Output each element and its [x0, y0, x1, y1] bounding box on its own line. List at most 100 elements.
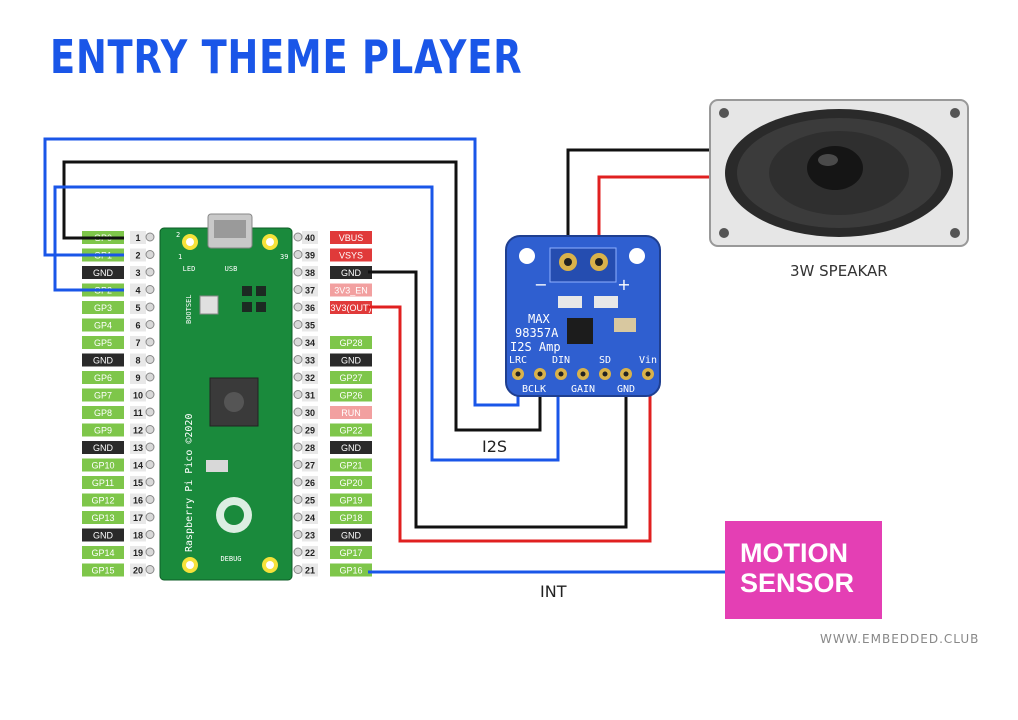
pin-pad	[293, 477, 303, 487]
pin-pad	[145, 495, 155, 504]
website-credit: WWW.EMBEDDED.CLUB	[820, 632, 980, 646]
pin-label: RUN	[341, 408, 361, 418]
pin-pad	[293, 460, 303, 469]
amp-pin-sd: SD	[599, 355, 611, 366]
pin-label: GP21	[339, 461, 362, 471]
pin-label: GND	[93, 268, 114, 278]
pin-row-3: GND 3	[82, 266, 155, 279]
amp-plus-label: +	[617, 275, 630, 294]
amp-pin-bclk: BCLK	[522, 384, 546, 395]
pin-label: GP18	[339, 513, 362, 523]
pin-number: 18	[133, 531, 143, 541]
pin-pad	[293, 565, 303, 574]
diagram-title: ENTRY THEME PLAYER	[50, 30, 523, 84]
pin-number: 16	[133, 496, 143, 506]
amp-line-3: I2S Amp	[510, 340, 561, 354]
pin-label-bg	[82, 406, 124, 419]
pin-row-35: 35	[293, 318, 318, 332]
pin-label-bg	[82, 388, 124, 402]
amp-pin-lrc: LRC	[509, 355, 527, 366]
pin-pad	[293, 285, 303, 294]
pin-pad	[293, 530, 303, 539]
pin-number: 17	[133, 513, 143, 523]
pin-label: GND	[341, 268, 362, 278]
pin-label-bg	[330, 493, 372, 507]
pin-label-bg	[82, 266, 124, 279]
pin-label: GP12	[91, 496, 114, 506]
pin-label-bg	[82, 301, 124, 314]
pin-number: 24	[305, 513, 315, 523]
wire-speaker-plus	[597, 175, 716, 258]
pin-pad	[145, 547, 155, 557]
amp-pin-din: DIN	[552, 355, 570, 366]
pin-row-16: GP12 16	[82, 493, 155, 507]
pin-label-bg	[82, 318, 124, 332]
pin-label: GP15	[91, 566, 114, 576]
pin-label: GND	[341, 443, 362, 453]
pin-number-bg	[302, 266, 318, 279]
pin-number: 15	[133, 478, 143, 488]
pin-label-bg	[330, 458, 372, 472]
pin-label: GP11	[92, 478, 114, 488]
pin-number-bg	[302, 318, 318, 332]
pin-pad	[293, 320, 303, 329]
bootsel-label: BOOTSEL	[185, 294, 193, 324]
wires	[43, 137, 726, 574]
pin-number-bg	[302, 388, 318, 402]
pad-2-label: 2	[176, 231, 180, 239]
pin-number-bg	[130, 336, 146, 349]
pin-number-bg	[130, 301, 146, 314]
pad-1-label: 1	[178, 253, 182, 261]
pin-number-bg	[302, 283, 318, 297]
wire-gnd-gnd	[368, 270, 628, 529]
pin-label-bg	[330, 353, 372, 367]
pin-number-bg	[130, 353, 146, 367]
pin-number-bg	[130, 511, 146, 524]
pin-number-bg	[302, 301, 318, 314]
pin-number-bg	[130, 528, 146, 542]
pin-pad	[293, 267, 303, 277]
pin-label-bg	[330, 441, 372, 454]
amp-line-2: 98357A	[515, 326, 559, 340]
pin-number: 8	[135, 356, 140, 366]
pin-number: 32	[305, 373, 315, 383]
pin-pad	[145, 337, 155, 347]
pin-pad	[145, 372, 155, 382]
pin-pad	[145, 442, 155, 452]
pin-number: 14	[133, 461, 143, 471]
pin-number-bg	[130, 266, 146, 279]
pin-number: 3	[135, 268, 140, 278]
pin-label-bg	[330, 563, 372, 577]
pin-pad	[293, 302, 303, 312]
pin-number-bg	[130, 493, 146, 507]
pin-number: 27	[305, 461, 315, 471]
pin-number-bg	[302, 423, 318, 437]
pin-number-bg	[130, 371, 146, 384]
pin-number: 39	[305, 251, 315, 261]
wire-gp0-bclk	[62, 160, 542, 432]
pin-label: GND	[93, 356, 114, 366]
pin-number: 1	[135, 233, 140, 243]
pin-pad	[145, 302, 155, 312]
pin-number: 2	[135, 251, 140, 261]
pin-label: VBUS	[339, 233, 364, 243]
pin-label: GP10	[91, 461, 114, 471]
pin-label: GP13	[91, 513, 114, 523]
